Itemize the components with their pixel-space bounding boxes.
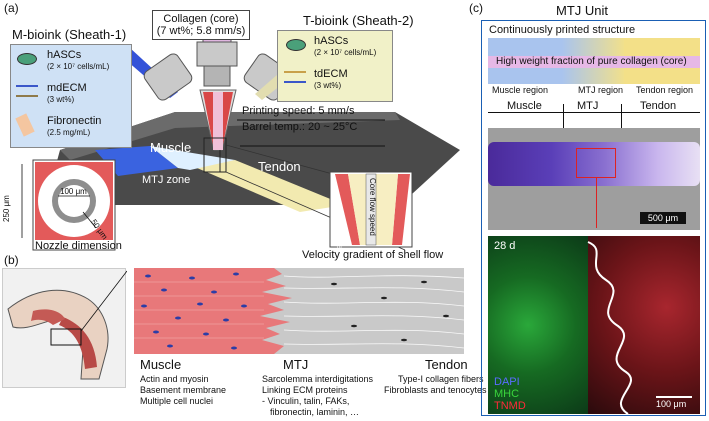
m-hascs-label: hASCs <box>47 49 82 61</box>
mtj-unit-frame <box>481 20 706 416</box>
panel-label-c: (c) <box>469 1 483 15</box>
t-hascs-label: hASCs <box>314 35 349 47</box>
b-mtj-line-4: fibronectin, laminin, … <box>270 407 360 417</box>
printed-strand-photo: 500 μm <box>488 128 700 230</box>
mtj-zone-label: MTJ zone <box>142 174 191 186</box>
b-mtj-line-2: Linking ECM proteins <box>262 385 348 395</box>
stain-mhc: MHC <box>494 388 520 400</box>
scale-bar-100-line <box>656 396 692 398</box>
nozzle-left <box>120 48 193 101</box>
b-tendon-line-1: Type-I collagen fibers <box>398 374 484 384</box>
t-hascs-detail: (2 × 10⁷ cells/mL) <box>314 48 377 57</box>
barrel-temp: Barrel temp.: 20 ~ 25°C <box>242 121 358 133</box>
mtj-unit-title: MTJ Unit <box>556 3 608 18</box>
hascs-cell-icon <box>286 39 306 51</box>
b-tendon-title: Tendon <box>425 357 468 372</box>
zoom-box <box>203 137 227 173</box>
region-divider <box>563 104 564 130</box>
region-mtj: MTJ region <box>578 85 624 95</box>
arm-illustration <box>2 268 128 388</box>
plate-temp-label: Plate temp.: 35 ~ 38°C <box>135 222 247 234</box>
core-flow-label: Core flow speed <box>368 178 377 236</box>
fibronectin-icon <box>15 113 35 137</box>
core-label: High weight fraction of pure collagen (c… <box>496 56 687 67</box>
panel-label-a: (a) <box>4 1 19 15</box>
m-bioink-box: hASCs (2 × 10⁷ cells/mL) mdECM (3 wt%) F… <box>10 44 132 148</box>
nozzle-dimension-inset <box>21 159 116 251</box>
region-tendon: Tendon region <box>636 85 694 95</box>
collagen-core-line2: (7 wt%; 5.8 mm/s) <box>156 25 246 37</box>
b-muscle-title: Muscle <box>140 357 182 372</box>
b-muscle-line-3: Multiple cell nuclei <box>140 396 214 406</box>
mdecm-label: mdECM <box>47 82 87 94</box>
b-tendon-line-2: Fibroblasts and tenocytes <box>384 385 487 395</box>
mdecm-detail: (3 wt%) <box>47 95 75 104</box>
fibronectin-detail: (2.5 mg/mL) <box>47 128 91 137</box>
b-muscle-line-1: Actin and myosin <box>140 374 209 384</box>
bar-mtj: MTJ <box>577 100 599 112</box>
scale-bar-500: 500 μm <box>640 212 686 224</box>
b-mtj-line-1: Sarcolemma interdigitations <box>262 374 374 384</box>
tdecm-detail: (3 wt%) <box>314 81 342 90</box>
tdecm-fiber-icon <box>284 71 306 83</box>
stain-dapi: DAPI <box>494 376 520 388</box>
mtj-pointer-line <box>596 178 597 228</box>
bar-muscle: Muscle <box>507 100 542 112</box>
bioprinting-illustration <box>21 19 460 251</box>
region-muscle: Muscle region <box>492 85 549 95</box>
mtj-strand <box>150 146 235 170</box>
strand-band <box>488 142 700 186</box>
printing-speed: Printing speed: 5 mm/s <box>242 105 355 117</box>
b-mtj-line-3: - Vinculin, talin, FAKs, <box>262 396 350 406</box>
fibronectin-label: Fibronectin <box>47 115 102 127</box>
structure-title: Continuously printed structure <box>489 24 636 36</box>
m-hascs-detail: (2 × 10⁷ cells/mL) <box>47 62 110 71</box>
dim-100-label: 100 μm <box>60 187 87 196</box>
velocity-caption: Velocity gradient of shell flow <box>302 249 444 261</box>
muscle-fiber-region <box>134 268 292 354</box>
m-bioink-title: M-bioink (Sheath-1) <box>12 27 127 42</box>
region-bar <box>488 112 700 113</box>
b-mtj-title: MTJ <box>283 357 309 372</box>
muscle-strand <box>95 146 178 176</box>
panel-label-b: (b) <box>4 253 19 267</box>
dim-250-label: 250 μm <box>2 195 11 222</box>
muscle-label: Muscle <box>150 140 192 155</box>
t-bioink-title: T-bioink (Sheath-2) <box>303 13 414 28</box>
mtj-boundary <box>587 241 632 414</box>
collagen-core-line1: Collagen (core) <box>163 13 239 25</box>
velocity-inset <box>329 171 413 248</box>
immunostain-image: 28 d DAPI MHC TNMD 100 μm <box>488 236 700 414</box>
mdecm-fiber-icon <box>16 85 38 97</box>
collagen-core-box: Collagen (core) (7 wt%; 5.8 mm/s) <box>152 10 250 40</box>
tendon-label: Tendon <box>258 159 301 174</box>
arm-drawing <box>7 270 128 380</box>
region-divider <box>621 104 622 130</box>
nozzle-dimension-caption: Nozzle dimension <box>35 240 122 252</box>
bar-tendon: Tendon <box>640 100 677 112</box>
b-muscle-line-2: Basement membrane <box>140 385 227 395</box>
stain-tnmd: TNMD <box>494 400 526 412</box>
tdecm-label: tdECM <box>314 68 348 80</box>
mtj-highlight-box <box>576 148 616 178</box>
day-label: 28 d <box>494 240 516 252</box>
t-bioink-box: hASCs (2 × 10⁷ cells/mL) tdECM (3 wt%) <box>277 30 393 102</box>
scale-bar-100-label: 100 μm <box>656 399 687 409</box>
structure-schematic <box>488 38 700 84</box>
hascs-cell-icon <box>17 53 37 65</box>
mtj-tissue-diagram <box>134 268 464 354</box>
